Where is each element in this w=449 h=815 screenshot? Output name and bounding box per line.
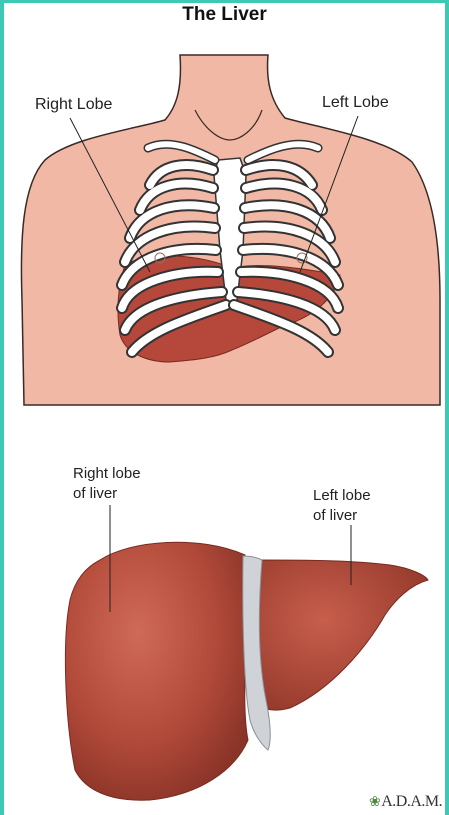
- adam-logo: ❀A.D.A.M.: [369, 793, 442, 811]
- left-lobe-of-liver-label: Left lobe of liver: [313, 486, 371, 526]
- leaf-icon: ❀: [369, 795, 380, 810]
- left-lobe-shape: [253, 560, 428, 710]
- right-lobe-shape: [65, 542, 248, 800]
- right-lobe-of-liver-label: Right lobe of liver: [73, 464, 141, 504]
